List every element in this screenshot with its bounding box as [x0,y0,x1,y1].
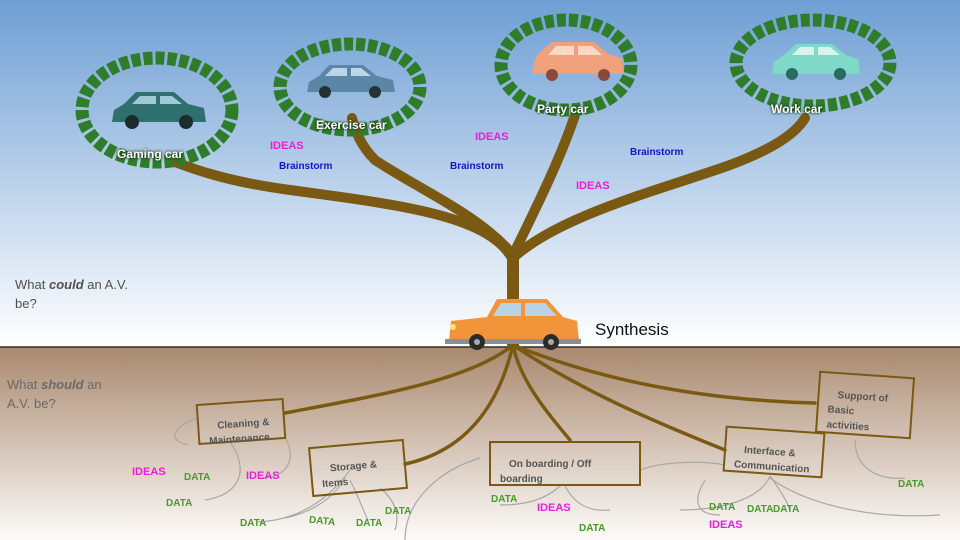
data-label: DATA [491,494,518,505]
ideas-label: IDEAS [709,519,743,531]
data-label: DATA [166,498,193,509]
tree-roots [283,343,817,466]
category-box-storage: Storage &Items [308,438,408,498]
should-question: What should an A.V. be? [7,377,102,411]
car-label-work: Work car [771,102,823,116]
ideas-label: IDEAS [475,131,509,143]
car-label-exercise: Exercise car [316,118,387,132]
data-label: DATA [709,502,736,513]
exercise-car-icon [307,65,395,98]
ideas-label: IDEAS [246,470,280,482]
data-label: DATA [579,523,606,534]
gaming-car-icon [112,92,206,129]
soil-background [0,347,960,540]
synthesis-car-icon [445,299,581,350]
category-box-cleaning: Cleaning &Maintenance [195,397,287,447]
tree-branches [165,110,810,351]
car-label-gaming: Gaming car [117,147,184,161]
data-label: DATA [240,518,267,529]
car-label-party: Party car [537,102,589,116]
synthesis-label: Synthesis [595,320,669,339]
brainstorm-label: Brainstorm [450,161,504,172]
data-label: DATA [184,472,211,483]
leaf-cluster-party [494,13,638,117]
leaf-cluster-gaming [75,51,239,169]
data-label: DATA [356,518,383,529]
party-car-icon [532,42,624,81]
ideas-label: IDEAS [576,180,610,192]
leaf-cluster-exercise [273,37,427,137]
work-car-icon [772,44,860,80]
data-label: DATA [898,479,925,490]
ideas-label: IDEAS [270,140,304,152]
could-question: What could an A.V. be? [15,277,128,311]
leaf-cluster-work [729,13,897,113]
brainstorm-label: Brainstorm [279,161,333,172]
data-label: DATA [747,504,774,515]
data-roots [174,417,941,540]
ideas-label: IDEAS [537,502,571,514]
brainstorm-label: Brainstorm [630,147,684,158]
category-box-interface: Interface &Communication [722,425,826,479]
ideas-label: IDEAS [132,466,166,478]
data-label: DATA [385,506,412,517]
data-label: DATA [773,504,800,515]
